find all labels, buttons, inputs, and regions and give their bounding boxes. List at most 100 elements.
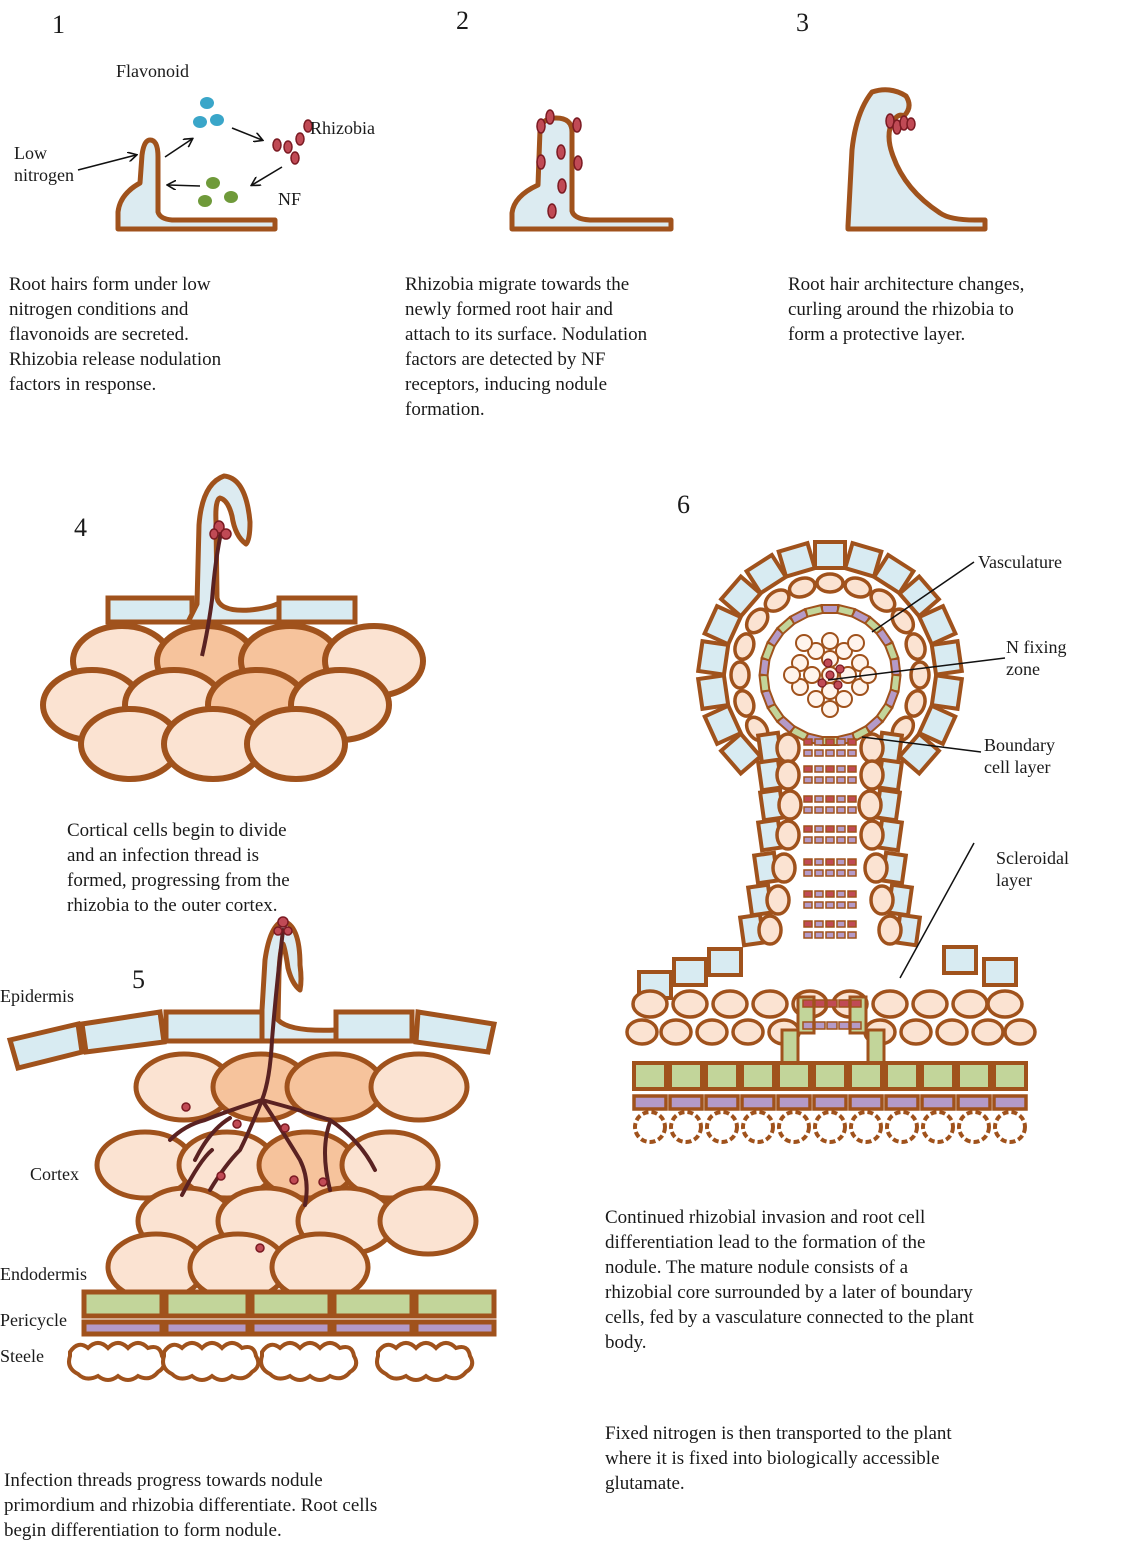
vascular-cell bbox=[815, 807, 823, 813]
base-endodermis-cell bbox=[670, 1063, 702, 1089]
nodule-boundary-cell bbox=[760, 675, 770, 692]
neck-cortex-cell bbox=[777, 821, 799, 849]
nodule-outer-cell bbox=[779, 543, 815, 576]
panel-4-caption: Cortical cells begin to divide and an in… bbox=[67, 818, 387, 918]
base-steele-cell bbox=[851, 1112, 881, 1142]
base-cortex-cell bbox=[901, 1020, 931, 1044]
vascular-cell bbox=[804, 766, 812, 772]
base-pericycle-cell bbox=[958, 1096, 990, 1109]
vascular-cell bbox=[848, 750, 856, 756]
vascular-cell bbox=[826, 837, 834, 843]
vascular-cell bbox=[826, 859, 834, 865]
vascular-cell bbox=[804, 777, 812, 783]
vascular-cell bbox=[848, 859, 856, 865]
n-fixing-cell bbox=[822, 701, 838, 717]
nodule-cortex-cell bbox=[911, 662, 929, 688]
panel-1-arrows bbox=[78, 128, 282, 186]
vascular-cell bbox=[851, 1000, 861, 1007]
n-fixing-cell bbox=[804, 667, 820, 683]
n-fixing-rhizobium bbox=[826, 671, 834, 679]
panel-3-number: 3 bbox=[796, 8, 809, 38]
nodule-boundary-cell bbox=[885, 643, 898, 661]
panel-1-rhizobia bbox=[273, 120, 312, 164]
n-fixing-zone-label: N fixing zone bbox=[1006, 636, 1067, 680]
base-cortex-cell bbox=[713, 991, 747, 1017]
base-endodermis-cell bbox=[850, 1063, 882, 1089]
base-pericycle-cell bbox=[994, 1096, 1026, 1109]
nodule-cells bbox=[698, 542, 962, 945]
base-pericycle-cell bbox=[814, 1096, 846, 1109]
nodule-boundary-cell bbox=[805, 605, 822, 617]
vascular-cell bbox=[848, 777, 856, 783]
nodule-boundary-cell bbox=[891, 675, 901, 692]
base-cortex-cell bbox=[973, 1020, 1003, 1044]
panel-1-caption: Root hairs form under low nitrogen condi… bbox=[9, 272, 329, 397]
vascular-cell bbox=[837, 859, 845, 865]
vascular-cell bbox=[815, 921, 823, 927]
nodule-cortex-cell bbox=[732, 688, 757, 718]
base-pericycle-cell bbox=[670, 1096, 702, 1109]
vascular-cell bbox=[815, 870, 823, 876]
vascular-cell bbox=[804, 932, 812, 938]
vascular-cell bbox=[826, 932, 834, 938]
n-fixing-cell bbox=[848, 635, 864, 651]
base-cortex-cell bbox=[1005, 1020, 1035, 1044]
base-cortex-cell bbox=[661, 1020, 691, 1044]
vascular-cell bbox=[851, 1022, 861, 1029]
panel-5-endodermis bbox=[84, 1292, 494, 1316]
panel-5-steele bbox=[69, 1343, 472, 1380]
vascular-cell bbox=[848, 921, 856, 927]
vascular-cell bbox=[826, 750, 834, 756]
vascular-cell bbox=[826, 870, 834, 876]
scleroidal-cell bbox=[868, 1030, 884, 1066]
panel-5-number: 5 bbox=[132, 965, 145, 995]
panel-2-root-hair bbox=[512, 118, 671, 229]
vascular-cell bbox=[826, 777, 834, 783]
neck-cortex-cell bbox=[861, 761, 883, 789]
vascular-cell bbox=[837, 891, 845, 897]
n-fixing-rhizobium bbox=[818, 679, 826, 687]
vascular-cell bbox=[827, 1022, 837, 1029]
base-endodermis-cell bbox=[814, 1063, 846, 1089]
n-fixing-cell bbox=[822, 633, 838, 649]
panel-4-root-hair bbox=[188, 476, 279, 622]
base-steele-cell bbox=[923, 1112, 953, 1142]
steele-label: Steele bbox=[0, 1345, 44, 1367]
panel-6-caption-2: Fixed nitrogen is then transported to th… bbox=[605, 1421, 1115, 1496]
vascular-cell bbox=[848, 739, 856, 745]
epidermis-label: Epidermis bbox=[0, 985, 74, 1007]
n-fixing-cell bbox=[796, 635, 812, 651]
vascular-cell bbox=[804, 891, 812, 897]
base-pericycle-cell bbox=[634, 1096, 666, 1109]
neck-cortex-cell bbox=[777, 761, 799, 789]
neck-cortex-cell bbox=[865, 854, 887, 882]
panel-5-pericycle bbox=[84, 1322, 494, 1334]
nodule-boundary-cell bbox=[760, 659, 770, 676]
nodule-cortex-cell bbox=[843, 575, 873, 600]
n-fixing-rhizobium bbox=[824, 659, 832, 667]
vascular-cell bbox=[815, 1000, 825, 1007]
vascular-cell bbox=[837, 807, 845, 813]
nodule-outer-cell bbox=[932, 675, 962, 708]
panel-1-flavonoids bbox=[193, 97, 224, 128]
vascular-cell bbox=[815, 902, 823, 908]
panel-3-caption: Root hair architecture changes, curling … bbox=[788, 272, 1118, 347]
nodule-boundary-cell bbox=[822, 605, 838, 613]
neck-cortex-cell bbox=[859, 791, 881, 819]
vascular-cell bbox=[804, 837, 812, 843]
base-steele-cell bbox=[887, 1112, 917, 1142]
vascular-cell bbox=[804, 826, 812, 832]
n-fixing-rhizobium bbox=[834, 681, 842, 689]
base-cortex-cell bbox=[673, 991, 707, 1017]
vascular-cell bbox=[815, 766, 823, 772]
vascular-cell bbox=[837, 766, 845, 772]
neck-cortex-cell bbox=[871, 886, 893, 914]
vascular-cell bbox=[815, 932, 823, 938]
vascular-cell bbox=[837, 921, 845, 927]
neck-cortex-cell bbox=[861, 821, 883, 849]
boundary-cell-layer-label: Boundary cell layer bbox=[984, 734, 1055, 778]
nodule-cortex-cell bbox=[903, 631, 928, 661]
vascular-cell bbox=[815, 1022, 825, 1029]
vascular-cell bbox=[804, 796, 812, 802]
nodule-outer-cell bbox=[932, 641, 962, 674]
